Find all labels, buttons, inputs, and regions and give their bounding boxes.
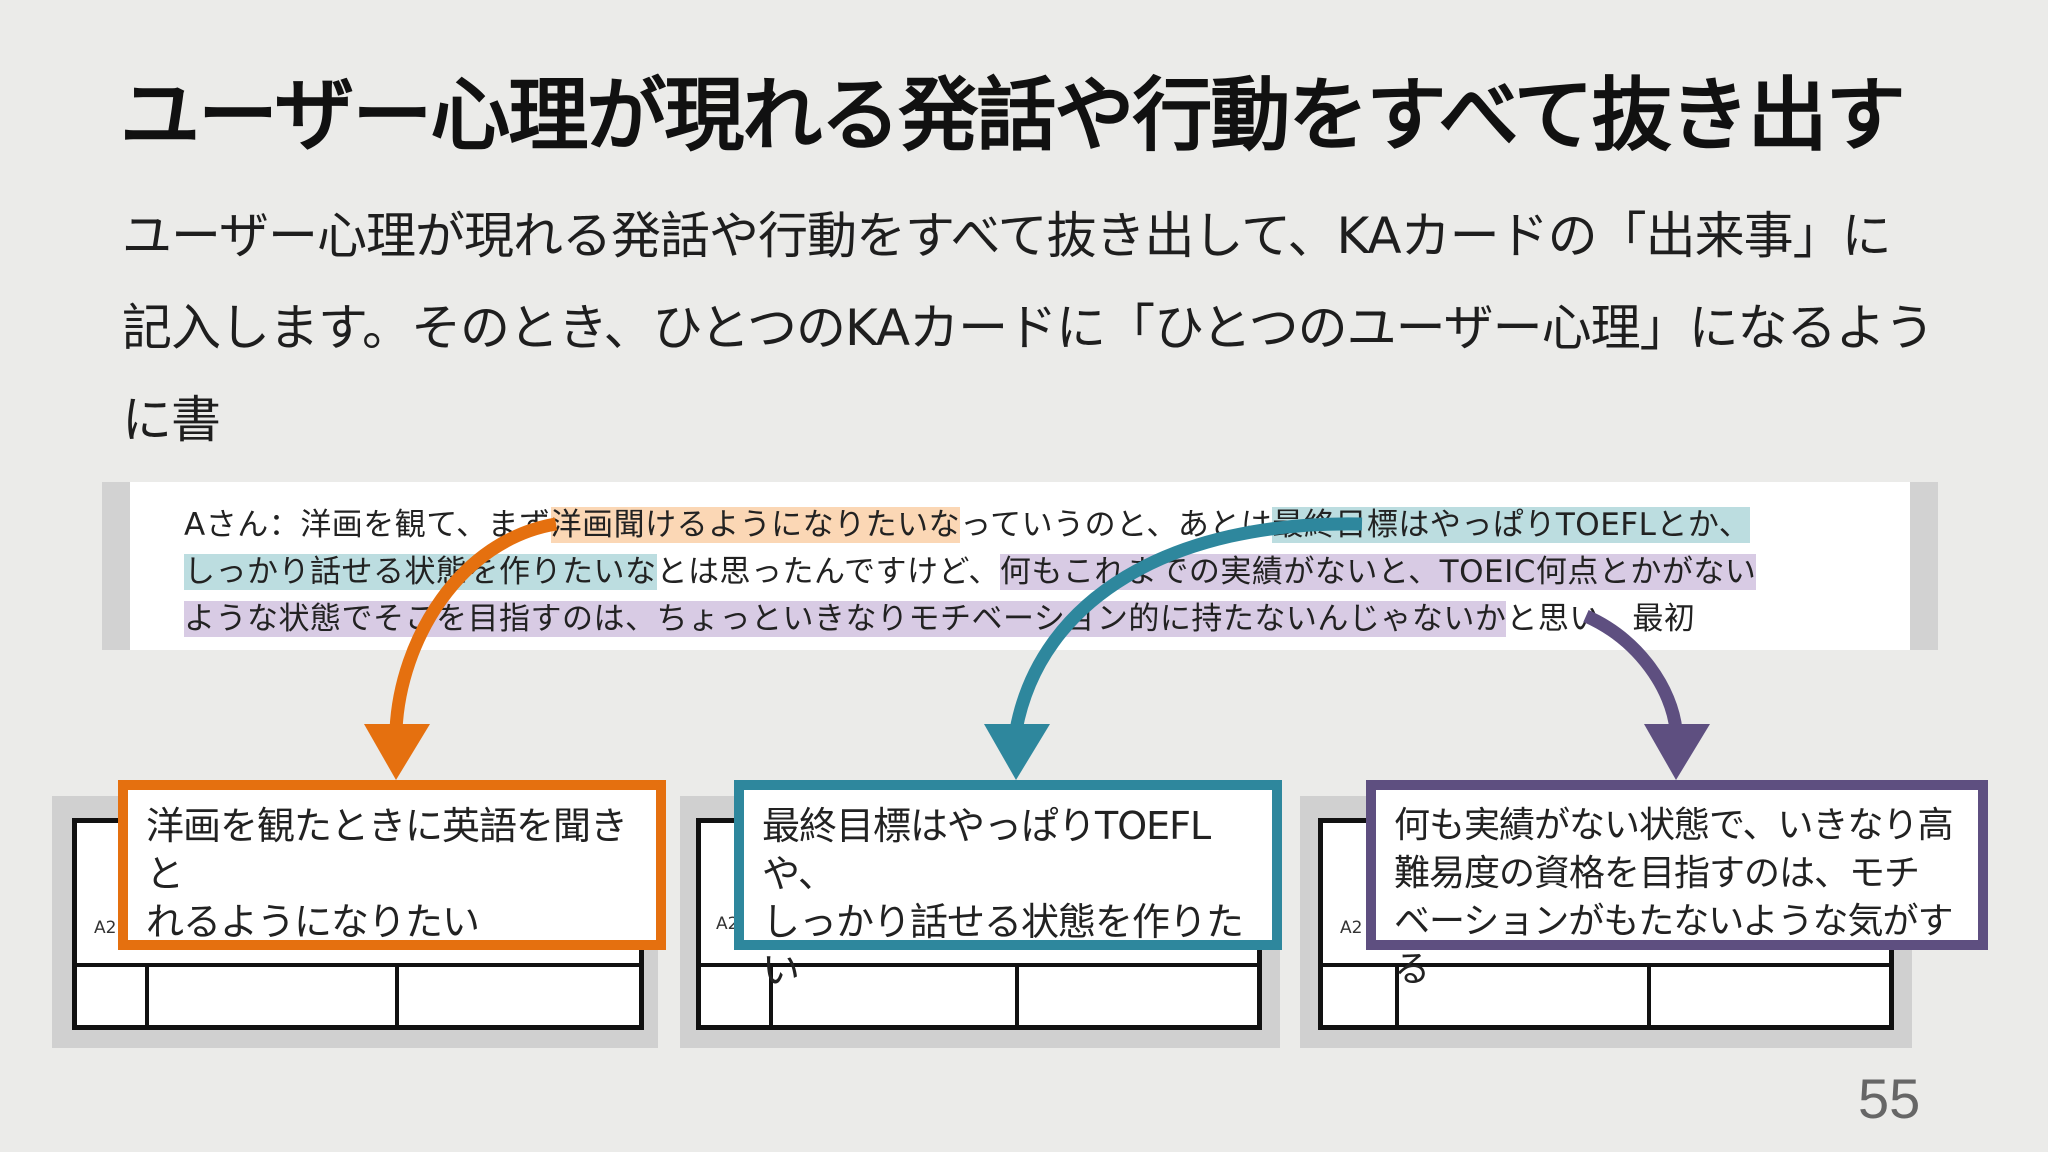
card-divider (395, 963, 399, 1025)
purple-arrow (1583, 610, 1710, 780)
ka-card-note: 最終目標はやっぱりTOEFLや、 しっかり話せる状態を作りたい (734, 780, 1282, 992)
note-line: 何も実績がない状態で、いきなり高 (1394, 805, 1954, 846)
body-line-2: 記入します。そのとき、ひとつのKAカードに「ひとつのユーザー心理」になるように書 (122, 299, 1935, 449)
transcript-line-2: しっかり話せる状態を作りたいなとは思ったんですけど、何もこれまでの実績がないと、… (184, 549, 1910, 596)
transcript-text: とは思ったんですけど、 (656, 554, 1000, 590)
note-line: 洋画を観たときに英語を聞きと (146, 804, 628, 896)
orange-arrow (364, 517, 558, 780)
highlight-teal: しっかり話せる状態を作りたいな (184, 554, 657, 590)
slide-title: ユーザー心理が現れる発話や行動をすべて抜き出す (120, 69, 1906, 162)
highlight-purple: ような状態でそこを目指すのは、ちょっといきなりモチベーション的に持たないんじゃな… (184, 601, 1507, 637)
card-tag: A2 (1340, 918, 1363, 938)
note-line: 難易度の資格を目指すのは、モチ (1394, 853, 1920, 894)
card-divider (77, 963, 639, 967)
interview-transcript: Aさん：洋画を観て、まず洋画聞けるようになりたいなっていうのと、あとは最終目標は… (130, 482, 1910, 650)
highlight-orange: 洋画聞けるようになりたいな (550, 507, 961, 543)
card-divider (1647, 963, 1651, 1025)
note-line: れるようになりたい (146, 900, 480, 944)
card-divider (769, 963, 773, 1025)
transcript-line-3: ような状態でそこを目指すのは、ちょっといきなりモチベーション的に持たないんじゃな… (184, 596, 1910, 643)
ka-card-note: 何も実績がない状態で、いきなり高 難易度の資格を目指すのは、モチ ベーションがも… (1366, 780, 1988, 990)
card-divider (701, 963, 1257, 967)
note-line: 最終目標はやっぱりTOEFLや、 (762, 804, 1211, 896)
card-tag: A2 (716, 914, 739, 934)
card-divider (1323, 963, 1889, 967)
teal-arrow (984, 517, 1363, 780)
page-number: 55 (1858, 1067, 1921, 1130)
body-line-1: ユーザー心理が現れる発話や行動をすべて抜き出して、KAカードの「出来事」に (122, 207, 1892, 265)
transcript-text: Aさん：洋画を観て、まず (184, 507, 551, 543)
card-tag: A2 (94, 918, 117, 938)
ka-card-note: 洋画を観たときに英語を聞きと れるようになりたい (118, 780, 666, 950)
card-divider (1015, 963, 1019, 1025)
card-divider (1395, 963, 1399, 1025)
note-line: しっかり話せる状態を作りたい (762, 900, 1244, 992)
card-divider (145, 963, 149, 1025)
transcript-line-1: Aさん：洋画を観て、まず洋画聞けるようになりたいなっていうのと、あとは最終目標は… (184, 502, 1910, 549)
note-line: ベーションがもたないような気がする (1394, 901, 1954, 990)
